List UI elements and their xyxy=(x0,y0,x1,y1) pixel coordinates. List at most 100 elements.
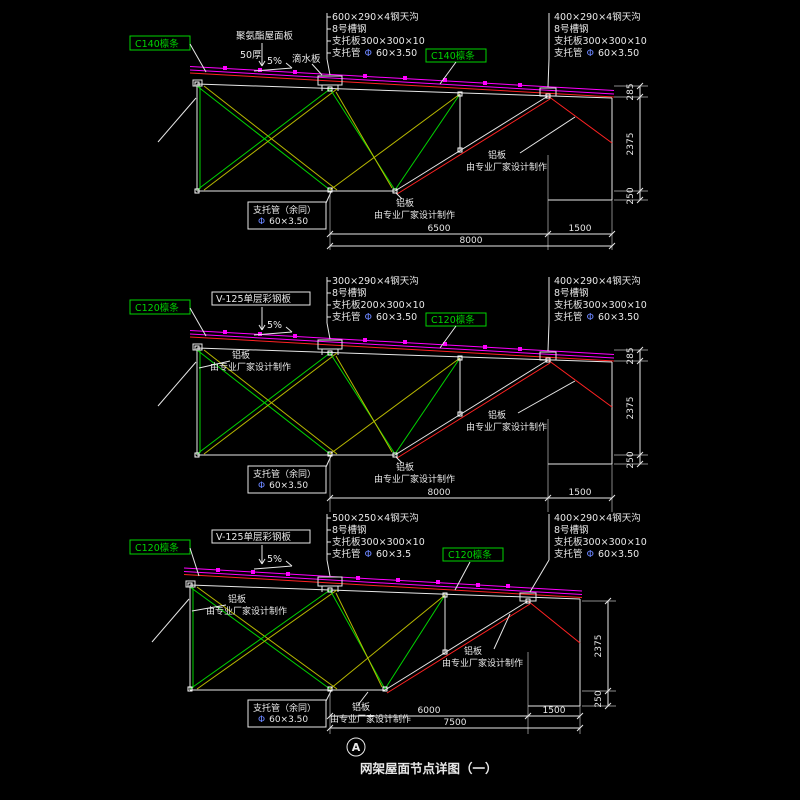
channel-steel-label: 8号槽钢 xyxy=(554,524,589,536)
purlin-label: C120檩条 xyxy=(431,314,475,326)
gutter-spec-label: 400×290×4钢天沟 xyxy=(554,11,641,23)
dim-height-top: 285 xyxy=(626,83,636,100)
truss-geometry xyxy=(157,66,615,201)
purlin-label: C120檩条 xyxy=(135,542,179,554)
roof-sheet-label: V-125单层彩钢板 xyxy=(216,531,292,543)
slope-label: 5% xyxy=(267,56,282,67)
slope-label: 5% xyxy=(267,554,282,565)
detail-mark: A xyxy=(352,741,361,754)
support-plate-label: 支托板300×300×10 xyxy=(332,536,425,548)
dim-height-bot: 250 xyxy=(626,187,636,204)
alum-panel-label: 铝板 xyxy=(464,645,482,657)
left-labels: C120檩条 V-125单层彩钢板 5% C120檩条 xyxy=(129,291,487,349)
dim-span: 8000 xyxy=(428,488,451,498)
purlin-label: C120檩条 xyxy=(448,549,492,561)
roof-sheet-label: 聚氨酯屋面板 xyxy=(236,30,294,42)
alum-panel-label: 铝板 xyxy=(488,149,506,161)
purlin-label: C140檩条 xyxy=(431,50,475,62)
alum-panel-note: 由专业厂家设计制作 xyxy=(466,161,547,173)
support-plate-label: 支托板300×300×10 xyxy=(554,299,647,311)
truss-geometry xyxy=(151,567,583,707)
alum-panel-note: 由专业厂家设计制作 xyxy=(206,605,287,617)
title-block: A 网架屋面节点详图（一） xyxy=(346,737,498,776)
channel-steel-label: 8号槽钢 xyxy=(554,23,589,35)
dim-height-mid: 2375 xyxy=(626,397,636,420)
channel-steel-label: 8号槽钢 xyxy=(554,287,589,299)
alum-panel-label: 铝板 xyxy=(228,593,246,605)
purlin-label: C120檩条 xyxy=(135,302,179,314)
dim-total: 8000 xyxy=(460,236,483,246)
dim-height-bot: 250 xyxy=(594,690,604,707)
dim-height-bot: 250 xyxy=(626,451,636,468)
dim-span: 6500 xyxy=(428,224,451,234)
support-plate-label: 支托板200×300×10 xyxy=(332,299,425,311)
support-plate-label: 支托板300×300×10 xyxy=(554,536,647,548)
dim-overhang: 1500 xyxy=(543,706,566,716)
alum-panel-note: 由专业厂家设计制作 xyxy=(210,361,291,373)
drawing-title: 网架屋面节点详图（一） xyxy=(360,761,498,776)
alum-panel-note: 由专业厂家设计制作 xyxy=(466,421,547,433)
roof-sheet-label: V-125单层彩钢板 xyxy=(216,293,292,305)
channel-steel-label: 8号槽钢 xyxy=(332,23,367,35)
dim-span: 6000 xyxy=(418,706,441,716)
gutter-spec-label: 300×290×4钢天沟 xyxy=(332,275,419,287)
dim-overhang: 1500 xyxy=(569,224,592,234)
alum-panel-label: 铝板 xyxy=(352,701,370,713)
alum-panel-label: 铝板 xyxy=(488,409,506,421)
alum-panel-label: 铝板 xyxy=(396,461,414,473)
support-tube-note: 支托管（余同） xyxy=(253,204,316,216)
left-labels: C120檩条 V-125单层彩钢板 5% xyxy=(129,529,311,577)
alum-panel-note: 由专业厂家设计制作 xyxy=(330,713,411,725)
dimensions: 8000 1500 285 2375 250 xyxy=(326,346,648,512)
support-tube-note: 支托管（余同） xyxy=(253,702,316,714)
left-labels: C140檩条 聚氨酯屋面板 50厚 5% 滴水板 C140檩条 xyxy=(129,30,487,85)
gutter-spec-label: 400×290×4钢天沟 xyxy=(554,275,641,287)
dimensions: 6500 1500 8000 285 2375 250 xyxy=(326,82,648,250)
gutter-spec-label: 400×290×4钢天沟 xyxy=(554,512,641,524)
purlin-label: C140檩条 xyxy=(135,38,179,50)
dimensions: 6000 1500 7500 2375 250 xyxy=(326,597,616,734)
gutter-spec-label: 600×290×4钢天沟 xyxy=(332,11,419,23)
support-plate-label: 支托板300×300×10 xyxy=(332,35,425,47)
dim-total: 7500 xyxy=(444,718,467,728)
support-tube-note: 支托管（余同） xyxy=(253,468,316,480)
dim-overhang: 1500 xyxy=(569,488,592,498)
thickness-label: 50厚 xyxy=(240,50,262,61)
alum-panel-label: 铝板 xyxy=(396,197,414,209)
dim-height-top: 285 xyxy=(626,347,636,364)
channel-steel-label: 8号槽钢 xyxy=(332,287,367,299)
alum-panel-note: 由专业厂家设计制作 xyxy=(374,209,455,221)
dim-height-mid: 2375 xyxy=(594,635,604,658)
channel-steel-label: 8号槽钢 xyxy=(332,524,367,536)
alum-panel-label: 铝板 xyxy=(232,349,250,361)
slope-label: 5% xyxy=(267,320,282,331)
support-plate-label: 支托板300×300×10 xyxy=(554,35,647,47)
gutter-spec-label: 500×250×4钢天沟 xyxy=(332,512,419,524)
dim-height-mid: 2375 xyxy=(626,133,636,156)
drip-plate-label: 滴水板 xyxy=(292,53,321,65)
alum-panel-note: 由专业厂家设计制作 xyxy=(442,657,523,669)
detail-mark-circle xyxy=(346,737,366,757)
